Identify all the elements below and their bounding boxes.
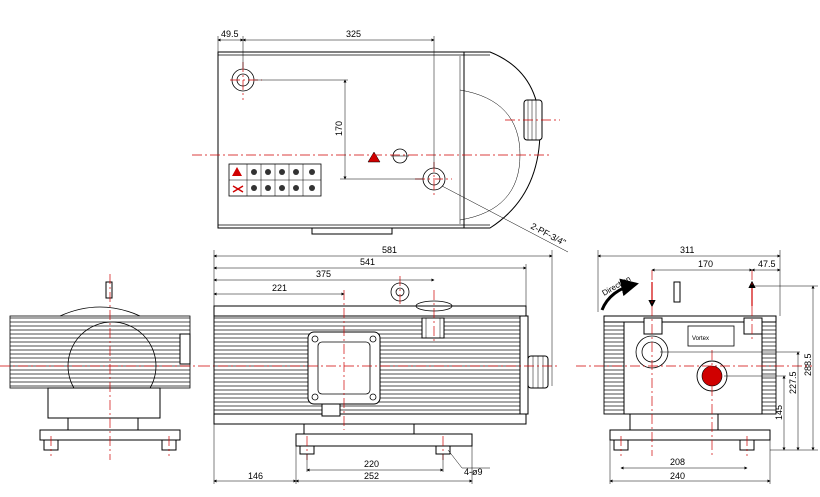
drain-fitting — [321, 403, 341, 417]
direction-arrow-icon — [600, 278, 639, 311]
top-view-foot — [311, 227, 393, 235]
nameplate — [687, 325, 735, 347]
dim-311: 311 — [680, 245, 694, 255]
left-view-fins — [9, 315, 191, 389]
holes-note: 4-ø9 — [464, 467, 483, 477]
dim-375: 375 — [316, 269, 331, 279]
front-view: 581 541 375 221 220 252 146 4-ø9 — [200, 245, 560, 484]
dim-170-side: 170 — [698, 259, 713, 269]
dim-252: 252 — [364, 471, 379, 481]
dim-221: 221 — [272, 283, 287, 293]
top-view-body — [217, 51, 465, 229]
hazard-icon — [232, 167, 242, 176]
left-view-eyebolt — [105, 281, 113, 299]
dim-240: 240 — [670, 471, 685, 481]
side-view-base — [609, 429, 771, 441]
dim-146: 146 — [248, 471, 263, 481]
nameplate-text: Vortex — [692, 336, 709, 342]
dim-581: 581 — [382, 245, 397, 255]
dim-227-5: 227.5 — [788, 371, 798, 394]
side-view: Vortex Direction 311 170 47.5 — [576, 245, 818, 484]
port-note: 2-PF-3/4" — [529, 221, 567, 248]
top-view: 49.5 325 170 2-PF-3/4" — [192, 29, 569, 253]
dim-170-top: 170 — [334, 121, 344, 136]
front-outlet-port — [421, 317, 445, 339]
dim-145: 145 — [774, 405, 784, 420]
safety-pictograms — [251, 169, 315, 191]
dim-325: 325 — [346, 29, 361, 39]
dim-47-5: 47.5 — [758, 259, 776, 269]
dim-288-5: 288.5 — [803, 353, 813, 376]
front-view-base — [295, 433, 473, 447]
left-end-view — [0, 274, 200, 460]
dim-49-5: 49.5 — [221, 29, 239, 39]
dim-220: 220 — [364, 459, 379, 469]
no-touch-icon — [232, 185, 244, 193]
dim-541: 541 — [360, 257, 375, 267]
dim-208: 208 — [670, 457, 685, 467]
warning-icon — [367, 151, 381, 163]
